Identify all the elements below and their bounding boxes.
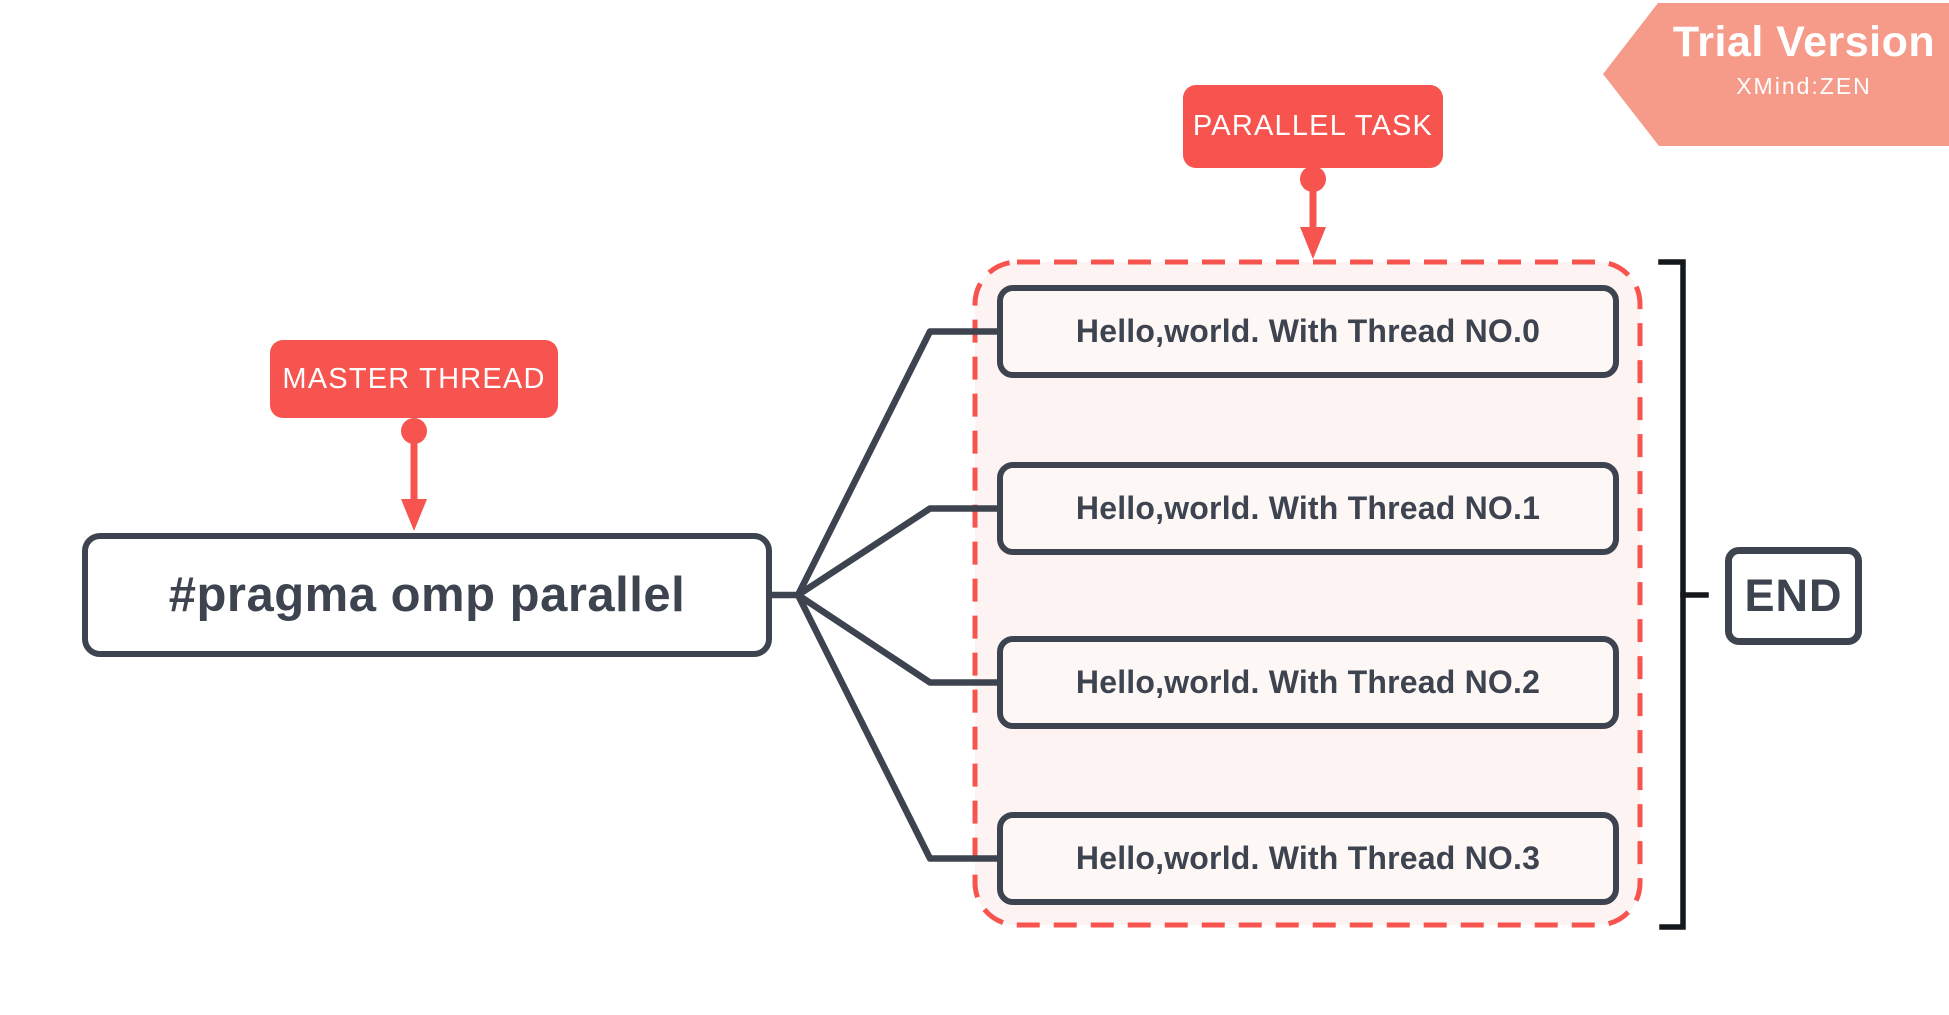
parallel-arrow (1300, 166, 1326, 259)
branch-connectors (768, 328, 1001, 862)
label-parallel-task[interactable]: PARALLEL TASK (1183, 85, 1443, 168)
trial-badge: Trial Version XMind:ZEN (1659, 18, 1949, 100)
thread-topic-1[interactable]: Hello,world. With Thread NO.1 (997, 462, 1619, 555)
thread-topic-3[interactable]: Hello,world. With Thread NO.3 (997, 812, 1619, 905)
end-topic[interactable]: END (1725, 547, 1862, 645)
thread-topic-2[interactable]: Hello,world. With Thread NO.2 (997, 636, 1619, 729)
root-topic[interactable]: #pragma omp parallel (82, 533, 772, 657)
summary-bracket[interactable] (1658, 259, 1709, 930)
master-arrow-dot (401, 418, 427, 444)
parallel-arrow-head (1300, 227, 1326, 259)
connector-thread-1 (794, 505, 1001, 599)
parallel-boundary[interactable] (972, 259, 1643, 928)
connector-thread-2 (794, 591, 1001, 686)
label-master-thread[interactable]: MASTER THREAD (270, 340, 558, 418)
thread-topic-0[interactable]: Hello,world. With Thread NO.0 (997, 285, 1619, 378)
connector-thread-0 (794, 328, 1001, 599)
master-arrow-head (401, 499, 427, 531)
connector-thread-3 (794, 591, 1001, 862)
master-arrow (401, 418, 427, 531)
bracket-line (1658, 259, 1686, 930)
trial-badge-subtitle: XMind:ZEN (1736, 73, 1872, 100)
parallel-arrow-dot (1300, 166, 1326, 192)
trial-badge-ribbon (1603, 3, 1949, 146)
trial-badge-title: Trial Version (1672, 18, 1936, 66)
